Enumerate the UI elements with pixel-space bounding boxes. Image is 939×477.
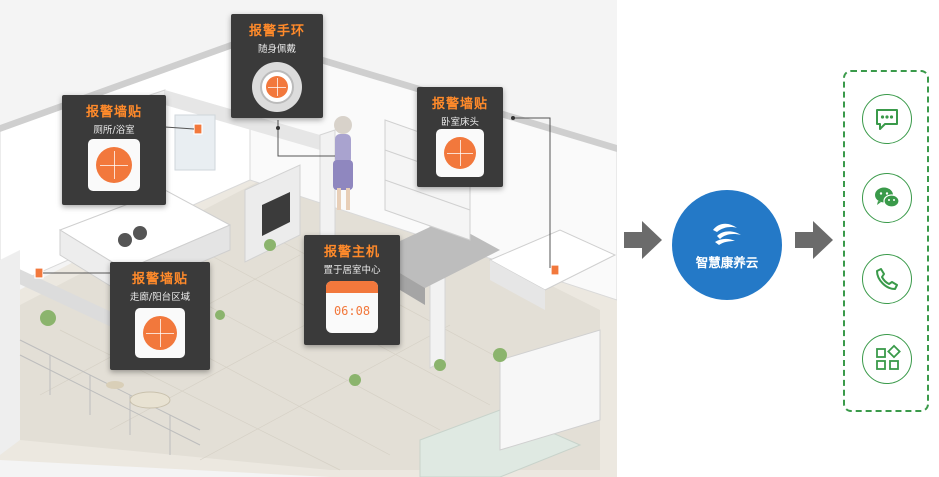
wristband-icon [252,62,302,112]
phone-icon [862,254,912,304]
wall-sticker-icon [436,129,484,177]
cloud-label: 智慧康养云 [695,255,759,270]
card-title: 报警手环 [248,24,305,39]
notification-channels-panel [843,70,929,412]
card-subtitle: 厕所/浴室 [93,125,135,136]
arrow-right-icon [624,221,662,259]
wechat-icon [862,173,912,223]
card-alarm-wall-sticker-bathroom: 报警墙贴 厕所/浴室 [62,95,166,205]
host-display: 06:08 [333,304,371,318]
card-subtitle: 走廊/阳台区域 [129,292,191,303]
card-subtitle: 卧室床头 [440,117,479,128]
wall-sticker-icon [135,308,185,358]
card-alarm-wall-sticker-balcony: 报警墙贴 走廊/阳台区域 [110,262,210,370]
cloud-logo-icon [713,223,741,245]
card-title: 报警主机 [323,245,380,260]
card-title: 报警墙贴 [131,272,188,287]
app-grid-icon [862,334,912,384]
wall-sticker-icon [88,139,140,191]
alarm-host-icon: 06:08 [326,281,378,333]
card-alarm-wall-sticker-bedroom: 报警墙贴 卧室床头 [417,87,503,187]
chat-bubble-icon [862,94,912,144]
card-subtitle: 随身佩戴 [257,44,296,55]
cloud-platform: 智慧康养云 [672,190,782,300]
card-subtitle: 置于居室中心 [323,265,381,276]
card-alarm-host: 报警主机 置于居室中心 06:08 [304,235,400,345]
arrow-right-icon [795,221,833,259]
card-title: 报警墙贴 [431,97,488,112]
card-alarm-wristband: 报警手环 随身佩戴 [231,14,323,118]
card-title: 报警墙贴 [85,105,142,120]
